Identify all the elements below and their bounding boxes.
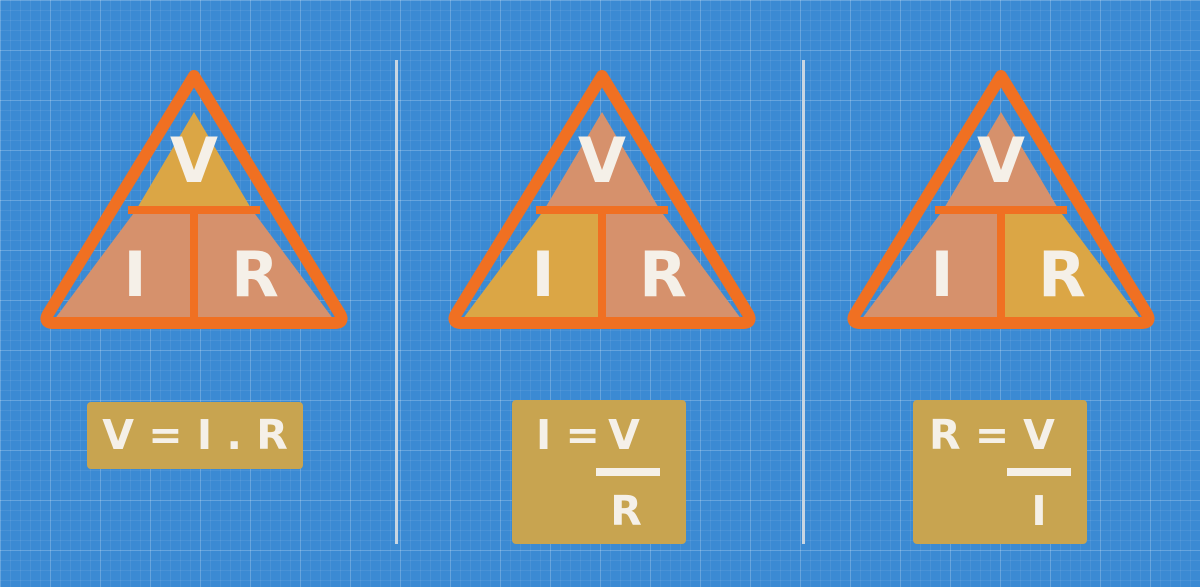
triangle-outline: [40, 70, 348, 329]
formula-voltage-text: V = I . R: [102, 411, 288, 459]
triangle-cell-r: [1001, 210, 1141, 320]
vir-triangle-i: V I R: [448, 70, 756, 329]
triangle-cell-i: [462, 210, 602, 320]
formula-card-resistance: R = V I: [913, 400, 1087, 544]
triangle-label-i: I: [930, 238, 953, 311]
formula-current-numerator: V: [608, 411, 640, 459]
formula-current-lhs: I =: [536, 411, 600, 459]
formula-resistance-denominator: I: [1031, 487, 1047, 535]
triangle-outline: [448, 70, 756, 329]
triangle-cell-i: [54, 210, 194, 320]
triangle-label-v: V: [170, 124, 218, 197]
triangle-label-r: R: [231, 238, 279, 311]
triangle-cell-v: [943, 112, 1059, 210]
panel-divider-1: [395, 60, 398, 544]
triangle-cell-v: [544, 112, 660, 210]
formula-card-voltage: V = I . R: [87, 402, 303, 469]
triangle-cell-i: [861, 210, 1001, 320]
formula-card-current: I = V R: [512, 400, 686, 544]
panel-divider-2: [802, 60, 805, 544]
triangle-label-v: V: [578, 124, 626, 197]
triangle-cell-r: [194, 210, 334, 320]
formula-resistance-numerator: V: [1023, 411, 1055, 459]
vir-triangle-r: V I R: [847, 70, 1155, 329]
triangle-label-i: I: [123, 238, 146, 311]
triangle-cell-r: [602, 210, 742, 320]
formula-resistance-lhs: R =: [929, 411, 1010, 459]
vir-triangle-v: V I R: [40, 70, 348, 329]
triangle-label-v: V: [977, 124, 1025, 197]
formula-current-denominator: R: [610, 487, 642, 535]
triangle-outline: [847, 70, 1155, 329]
triangle-label-i: I: [531, 238, 554, 311]
fraction-bar: [1007, 468, 1071, 476]
fraction-bar: [596, 468, 660, 476]
triangle-label-r: R: [1038, 238, 1086, 311]
triangle-cell-v: [136, 112, 252, 210]
triangle-label-r: R: [639, 238, 687, 311]
